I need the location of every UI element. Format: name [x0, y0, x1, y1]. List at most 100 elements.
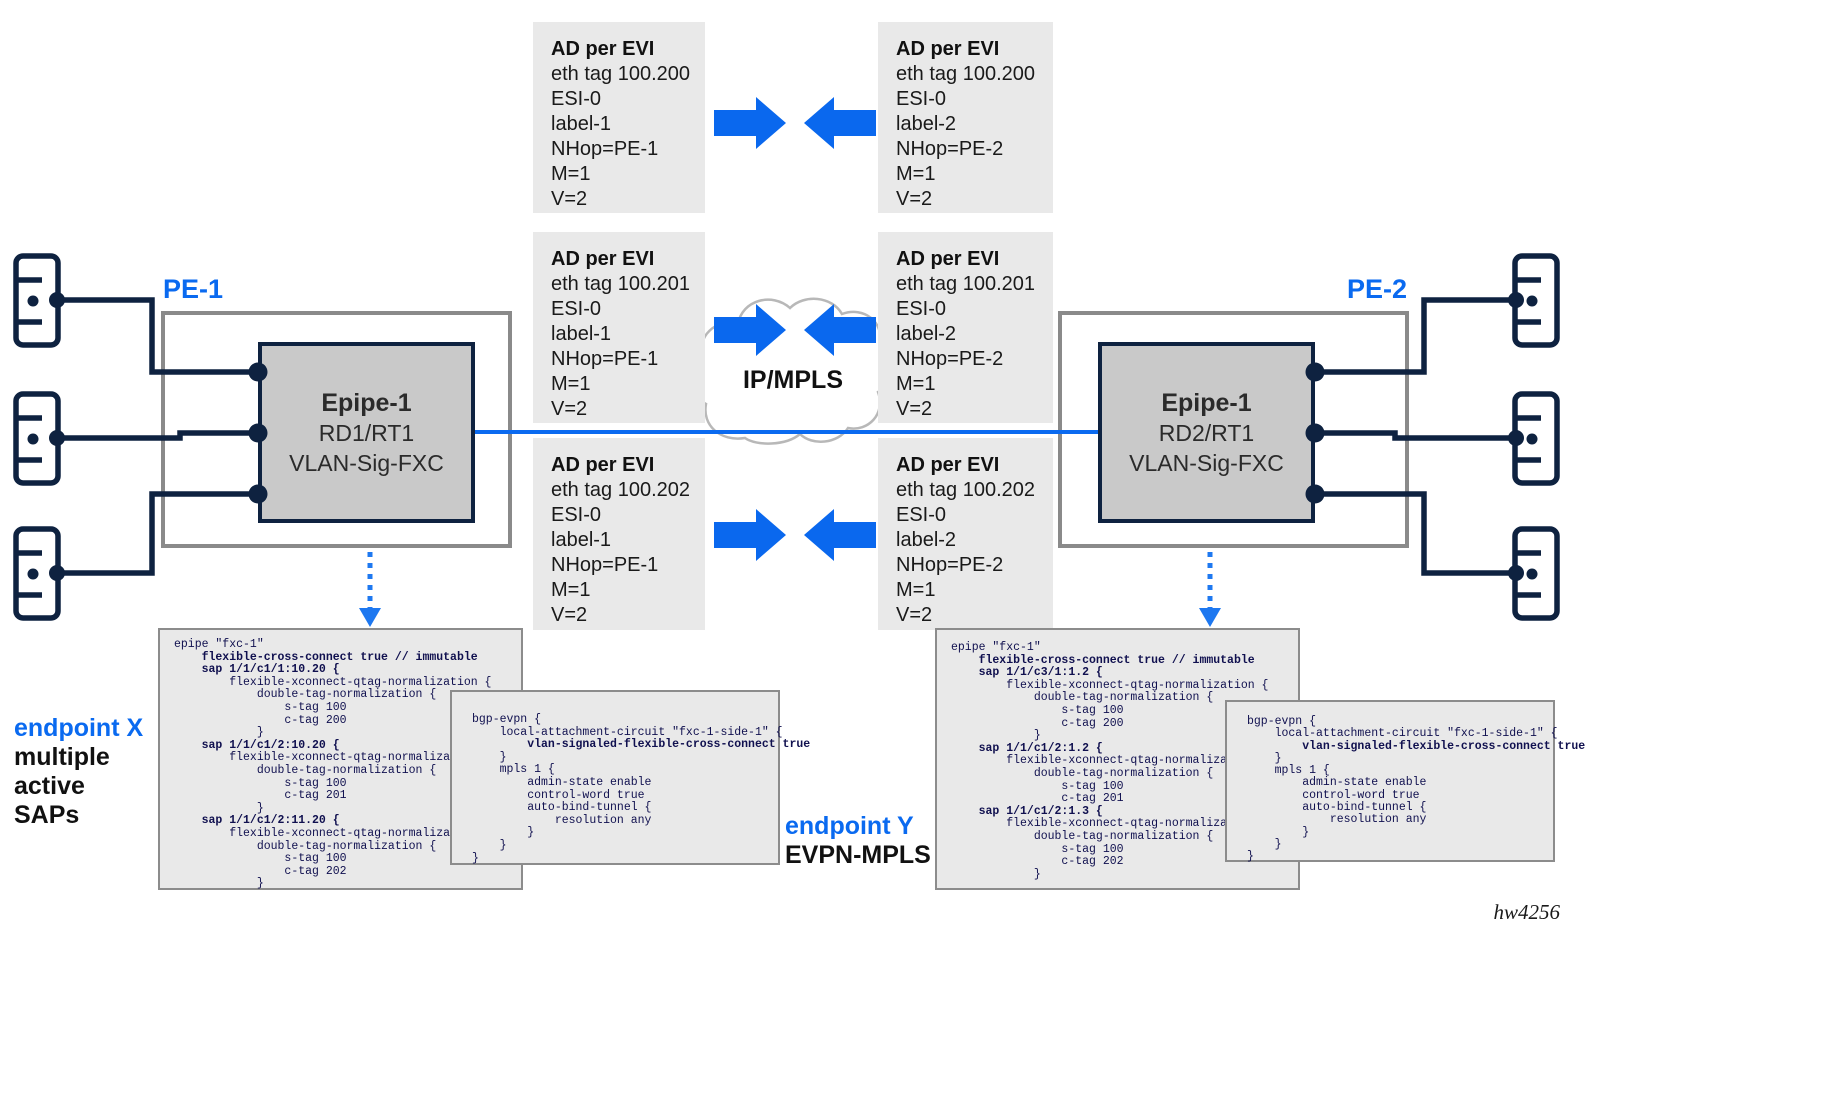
dotted-arrow-head-icon — [359, 608, 381, 627]
text-line: admin-state enable — [472, 775, 652, 789]
text-line: M=1 — [896, 373, 936, 395]
text-line: label-1 — [551, 529, 612, 551]
text-line: } — [951, 729, 1041, 743]
text-line: NHop=PE-2 — [896, 348, 1004, 370]
text-line: eth tag 100.200 — [551, 63, 691, 85]
endpoint-x-title: endpoint X — [14, 714, 144, 742]
text-line: bgp-evpn { — [472, 713, 542, 726]
text-line: epipe "fxc-1" — [174, 638, 264, 651]
route-arrow-right-icon — [714, 509, 786, 561]
text-line: double-tag-normalization { — [951, 766, 1214, 780]
text-line: } — [174, 726, 264, 740]
epipe-title: Epipe-1 — [1161, 389, 1252, 417]
pe2-label: PE-2 — [1346, 274, 1407, 304]
text-line: control-word true — [1247, 788, 1420, 802]
config-mapping-arrows — [359, 552, 1221, 627]
text-line: c-tag 202 — [951, 855, 1124, 869]
text-line: } — [472, 851, 479, 865]
text-line: bgp-evpn { — [1247, 715, 1317, 728]
text-line: mpls 1 { — [472, 763, 555, 777]
text-line: M=1 — [551, 163, 591, 185]
text-line: label-1 — [551, 113, 612, 135]
text-line: double-tag-normalization { — [951, 829, 1214, 843]
text-line: c-tag 200 — [174, 713, 347, 727]
text-line: sap 1/1/c1/1:10.20 { — [174, 663, 340, 677]
text-line: NHop=PE-2 — [896, 138, 1004, 160]
text-line: admin-state enable — [1247, 776, 1427, 790]
text-line: sap 1/1/c1/2:1.3 { — [951, 804, 1103, 818]
text-line: c-tag 201 — [174, 789, 347, 803]
text-line: flexible-cross-connect true // immutable — [174, 650, 478, 664]
text-line: auto-bind-tunnel { — [472, 801, 652, 815]
text-line: V=2 — [551, 398, 588, 420]
sap-wire — [1313, 297, 1515, 375]
route-exchange-arrows — [714, 97, 876, 561]
text-line: sap 1/1/c1/2:1.2 { — [951, 741, 1103, 755]
text-line: } — [472, 826, 535, 840]
text-line: ESI-0 — [896, 504, 947, 526]
epipe-service-box-pe1: Epipe-1 RD1/RT1 VLAN-Sig-FXC — [258, 342, 475, 523]
text-line: M=1 — [551, 373, 591, 395]
sap-wires — [49, 292, 1524, 581]
text-line: ESI-0 — [551, 88, 602, 110]
text-line: label-2 — [896, 529, 957, 551]
text-line: } — [472, 750, 507, 764]
text-line: ESI-0 — [896, 88, 947, 110]
text-line: NHop=PE-1 — [551, 554, 659, 576]
text-line: sap 1/1/c3/1:1.2 { — [951, 666, 1103, 680]
text-line: mpls 1 { — [1247, 764, 1330, 778]
sap-wire — [1313, 491, 1515, 576]
text-line: } — [174, 801, 264, 815]
epipe-rd-rt: RD1/RT1 — [318, 420, 415, 446]
text-line: NHop=PE-1 — [551, 348, 659, 370]
endpoint-y-annotation: endpoint Y EVPN-MPLS — [785, 812, 931, 870]
pe2-bgp-evpn-config-box: bgp-evpn { local-attachment-circuit "fxc… — [1225, 700, 1585, 864]
pe1-label: PE-1 — [163, 274, 224, 304]
ip-mpls-label: IP/MPLS — [742, 366, 843, 394]
text-line: } — [951, 867, 1041, 881]
text-line: flexible-cross-connect true // immutable — [951, 653, 1255, 667]
text-line: flexible-xconnect-qtag-normalization { — [174, 675, 492, 689]
text-line: NHop=PE-1 — [551, 138, 659, 160]
text-line: V=2 — [896, 188, 933, 210]
text-line: s-tag 100 — [174, 700, 347, 714]
text-line: M=1 — [896, 163, 936, 185]
route-arrow-right-icon — [714, 97, 786, 149]
text-line: s-tag 100 — [951, 779, 1124, 793]
text-line: } — [1247, 751, 1282, 765]
epipe-mode: VLAN-Sig-FXC — [289, 450, 444, 476]
text-line: s-tag 100 — [174, 776, 347, 790]
endpoint-y-title: endpoint Y — [785, 812, 914, 840]
text-line: V=2 — [551, 188, 588, 210]
text-line: c-tag 201 — [951, 792, 1124, 806]
route-arrow-left-icon — [804, 304, 876, 356]
text-line: } — [1247, 850, 1254, 864]
text-line: vlan-signaled-flexible-cross-connect tru… — [472, 738, 811, 752]
text-line: V=2 — [551, 604, 588, 626]
text-line: control-word true — [472, 788, 645, 802]
sap-wire — [58, 297, 260, 375]
text-line: NHop=PE-2 — [896, 554, 1004, 576]
text-line: AD per EVI — [896, 454, 1000, 476]
text-line: multiple — [14, 743, 110, 771]
sap-wire — [58, 491, 260, 576]
text-line: AD per EVI — [551, 38, 655, 60]
text-line: resolution any — [1247, 813, 1427, 827]
text-line: s-tag 100 — [174, 852, 347, 866]
pe1-bgp-evpn-config-box: bgp-evpn { local-attachment-circuit "fxc… — [450, 690, 811, 865]
epipe-rd-rt: RD2/RT1 — [1158, 420, 1255, 446]
route-arrow-left-icon — [804, 97, 876, 149]
text-line: resolution any — [472, 813, 652, 827]
epipe-service-box-pe2: Epipe-1 RD2/RT1 VLAN-Sig-FXC — [1098, 342, 1315, 523]
sap-wire — [58, 430, 260, 441]
text-line: sap 1/1/c1/2:11.20 { — [174, 814, 340, 828]
text-line: } — [174, 877, 264, 891]
text-line: s-tag 100 — [951, 703, 1124, 717]
